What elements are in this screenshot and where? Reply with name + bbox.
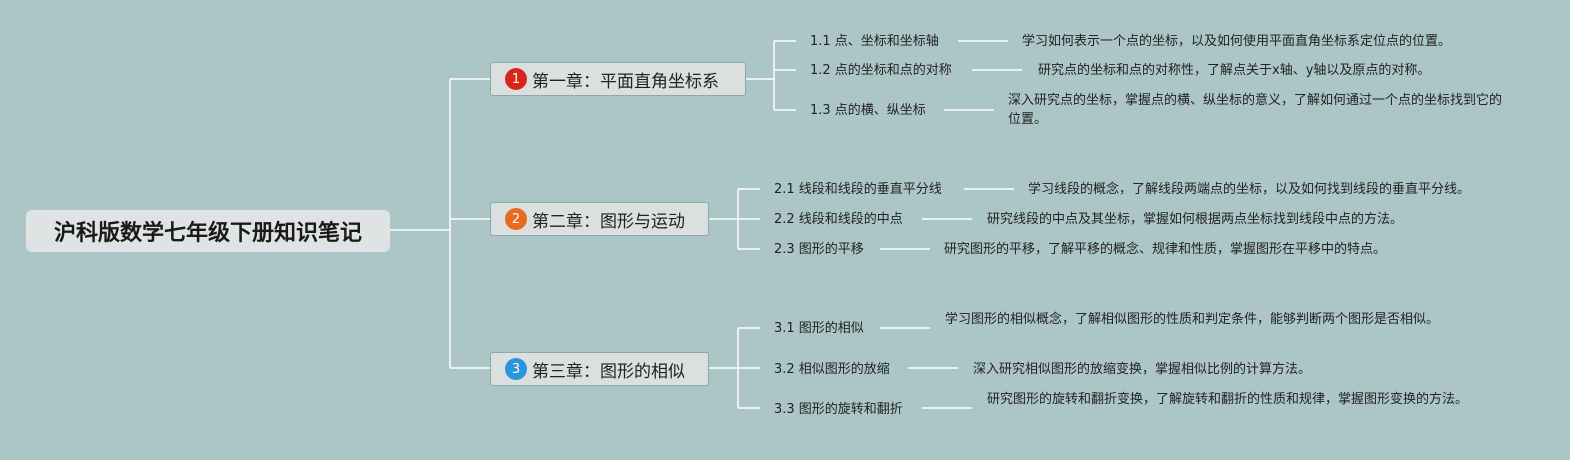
section-description: 深入研究相似图形的放缩变换，掌握相似比例的计算方法。 <box>973 362 1312 377</box>
section-label[interactable]: 2.2 线段和线段的中点 <box>774 212 903 227</box>
section-description: 研究线段的中点及其坐标，掌握如何根据两点坐标找到线段中点的方法。 <box>987 212 1404 227</box>
root-title: 沪科版数学七年级下册知识笔记 <box>53 221 362 246</box>
section-label[interactable]: 1.2 点的坐标和点的对称 <box>810 63 952 78</box>
chapter-number-badge: 3 <box>505 358 527 380</box>
section-label[interactable]: 3.1 图形的相似 <box>774 321 864 336</box>
section-description: 学习图形的相似概念，了解相似图形的性质和判定条件，能够判断两个图形是否相似。 <box>945 312 1440 327</box>
section-label[interactable]: 2.3 图形的平移 <box>774 242 864 257</box>
section-label[interactable]: 1.3 点的横、纵坐标 <box>810 103 926 118</box>
section-description: 研究图形的旋转和翻折变换，了解旋转和翻折的性质和规律，掌握图形变换的方法。 <box>987 392 1469 407</box>
chapter-node-3[interactable]: 3 第三章：图形的相似 <box>490 352 709 386</box>
section-description: 研究图形的平移，了解平移的概念、规律和性质，掌握图形在平移中的特点。 <box>944 242 1387 257</box>
section-label[interactable]: 3.2 相似图形的放缩 <box>774 362 890 377</box>
chapter-number-badge: 1 <box>505 68 527 90</box>
section-label[interactable]: 2.1 线段和线段的垂直平分线 <box>774 182 942 197</box>
section-description: 深入研究点的坐标，掌握点的横、纵坐标的意义，了解如何通过一个点的坐标找到它的位置… <box>1008 93 1503 127</box>
section-description: 研究点的坐标和点的对称性，了解点关于x轴、y轴以及原点的对称。 <box>1038 63 1431 78</box>
section-description: 学习线段的概念，了解线段两端点的坐标，以及如何找到线段的垂直平分线。 <box>1028 182 1471 197</box>
chapter-node-1[interactable]: 1 第一章：平面直角坐标系 <box>490 62 746 96</box>
chapter-number-badge: 2 <box>505 208 527 230</box>
chapter-node-2[interactable]: 2 第二章：图形与运动 <box>490 202 709 236</box>
section-label[interactable]: 1.1 点、坐标和坐标轴 <box>810 34 939 49</box>
chapter-title: 第二章：图形与运动 <box>532 211 685 232</box>
chapter-title: 第三章：图形的相似 <box>532 361 685 382</box>
root-node[interactable]: 沪科版数学七年级下册知识笔记 <box>26 210 390 252</box>
section-label[interactable]: 3.3 图形的旋转和翻折 <box>774 402 903 417</box>
section-description: 学习如何表示一个点的坐标，以及如何使用平面直角坐标系定位点的位置。 <box>1022 34 1452 49</box>
chapter-title: 第一章：平面直角坐标系 <box>532 71 719 92</box>
